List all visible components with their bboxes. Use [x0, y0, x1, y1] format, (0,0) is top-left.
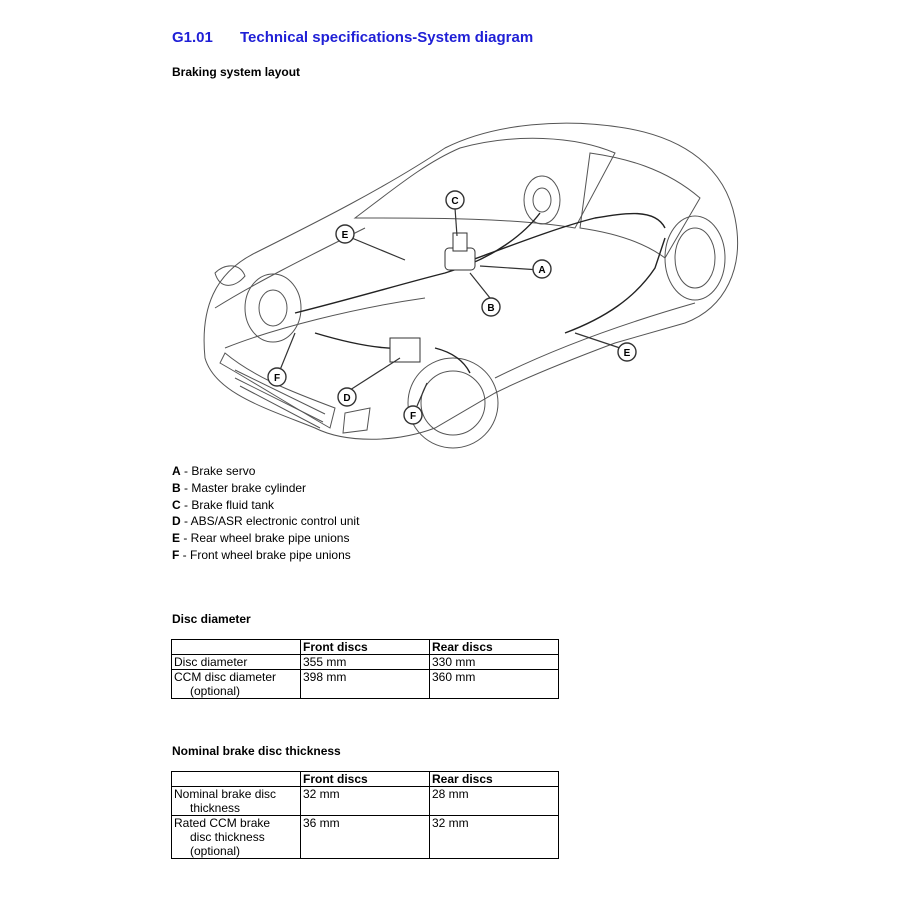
legend-item: A - Brake servo: [172, 464, 256, 478]
table-header-cell: [171, 771, 301, 787]
table-header-cell: Rear discs: [429, 771, 559, 787]
table-cell-label: CCM disc diameter(optional): [171, 669, 301, 699]
brake-components: [389, 232, 476, 363]
callouts: E C A B E F D F: [267, 190, 637, 425]
table-row: Disc diameter 355 mm 330 mm: [171, 654, 559, 670]
abs-unit-shape: [389, 337, 421, 363]
callout-e-lower: E: [617, 342, 637, 362]
disc-diameter-table: Front discs Rear discs Disc diameter 355…: [171, 639, 559, 699]
callout-b: B: [481, 297, 501, 317]
legend-item: B - Master brake cylinder: [172, 480, 307, 495]
callout-a: A: [532, 259, 552, 279]
car-outline: [203, 122, 739, 449]
legend-item: D - ABS/ASR electronic control unit: [172, 514, 360, 529]
svg-text:F: F: [274, 373, 280, 384]
table-header-cell: Front discs: [300, 771, 430, 787]
table-header-cell: Front discs: [300, 639, 430, 655]
table-cell-label: Disc diameter: [171, 654, 301, 670]
callout-f-left: F: [267, 367, 287, 387]
table-cell: 330 mm: [429, 654, 559, 670]
layout-section-title: Braking system layout: [172, 65, 301, 79]
legend-item: F - Front wheel brake pipe unions: [172, 547, 351, 562]
callout-c: C: [445, 190, 465, 210]
table-cell: 360 mm: [429, 669, 559, 699]
svg-text:E: E: [624, 348, 631, 359]
component-legend: A - Brake servo B - Master brake cylinde…: [172, 463, 359, 564]
callout-leaders: [279, 207, 621, 407]
disc-thickness-title: Nominal brake disc thickness: [172, 744, 341, 758]
disc-thickness-table: Front discs Rear discs Nominal brake dis…: [171, 771, 559, 859]
page-heading: G1.01 Technical specifications-System dia…: [172, 29, 533, 46]
svg-text:F: F: [410, 411, 416, 422]
disc-diameter-title: Disc diameter: [172, 612, 251, 626]
table-header-row: Front discs Rear discs: [171, 639, 559, 655]
svg-text:E: E: [342, 230, 349, 241]
table-row: CCM disc diameter(optional) 398 mm 360 m…: [171, 669, 559, 699]
svg-text:B: B: [487, 303, 494, 314]
svg-text:A: A: [538, 265, 545, 276]
table-cell: 36 mm: [300, 815, 430, 859]
callout-e-upper: E: [335, 224, 355, 244]
table-cell: 32 mm: [429, 815, 559, 859]
brake-fluid-tank-shape: [452, 232, 468, 252]
table-cell: 355 mm: [300, 654, 430, 670]
table-header-cell: Rear discs: [429, 639, 559, 655]
callout-f-right: F: [403, 405, 423, 425]
braking-system-diagram: E C A B E F D F: [203, 122, 739, 449]
table-header-cell: [171, 639, 301, 655]
svg-text:C: C: [451, 196, 458, 207]
legend-item: E - Rear wheel brake pipe unions: [172, 531, 350, 546]
svg-text:D: D: [343, 393, 350, 404]
section-code: G1.01: [172, 29, 213, 46]
table-header-row: Front discs Rear discs: [171, 771, 559, 787]
page-title: Technical specifications-System diagram: [240, 29, 534, 46]
table-cell: 32 mm: [300, 786, 430, 816]
table-cell: 398 mm: [300, 669, 430, 699]
legend-item: C - Brake fluid tank: [172, 497, 275, 512]
callout-d: D: [337, 387, 357, 407]
table-cell: 28 mm: [429, 786, 559, 816]
